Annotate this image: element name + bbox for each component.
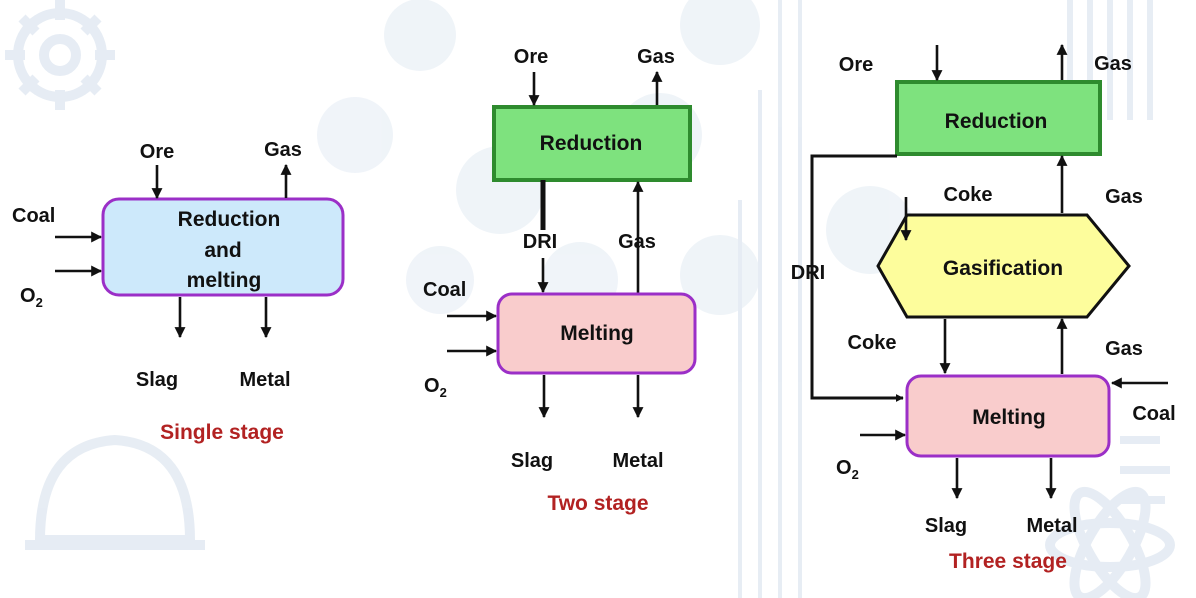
o2-label: O2	[836, 457, 859, 482]
coke-mid-label: Coke	[848, 332, 897, 354]
ore-label: Ore	[839, 54, 873, 76]
gas-top-label: Gas	[1094, 53, 1132, 75]
slag-label: Slag	[511, 450, 553, 472]
coal-label: Coal	[1132, 403, 1175, 425]
melting-box-label: Melting	[560, 322, 634, 345]
single-stage-diagram: Reduction and melting Ore Gas Coal O2 Sl…	[12, 139, 345, 444]
circuit-node-icon	[317, 97, 393, 173]
reduction-box-label: Reduction	[945, 110, 1048, 133]
single-stage-caption: Single stage	[160, 421, 284, 444]
circuit-node-icon	[680, 0, 760, 65]
atom-icon	[1045, 486, 1175, 598]
slag-label: Slag	[136, 369, 178, 391]
slag-label: Slag	[925, 515, 967, 537]
gas-upper-label: Gas	[1105, 186, 1143, 208]
melting-box-label: Melting	[972, 406, 1046, 429]
single-box-label-line3: melting	[187, 269, 262, 292]
metal-label: Metal	[1026, 515, 1077, 537]
dri-label: DRI	[523, 231, 557, 253]
reduction-box	[492, 105, 692, 182]
gas-mid-label: Gas	[618, 231, 656, 253]
coal-label: Coal	[423, 279, 466, 301]
two-stage-caption: Two stage	[547, 492, 648, 515]
single-box-label-line2: and	[204, 239, 241, 262]
o2-label: O2	[20, 285, 43, 310]
gasification-label: Gasification	[943, 257, 1063, 280]
metal-label: Metal	[239, 369, 290, 391]
hard-hat-icon	[25, 434, 205, 550]
gasification-unit	[876, 213, 1131, 319]
gas-lower-label: Gas	[1105, 338, 1143, 360]
dri-flow-line	[810, 154, 904, 402]
coal-label: Coal	[12, 205, 55, 227]
three-stage-caption: Three stage	[949, 550, 1067, 573]
dri-label: DRI	[791, 262, 825, 284]
coke-top-label: Coke	[944, 184, 993, 206]
ore-label: Ore	[514, 46, 548, 68]
circuit-node-icon	[384, 0, 456, 71]
melting-box	[496, 292, 697, 375]
circuit-node-icon	[406, 246, 474, 314]
reduction-box-label: Reduction	[540, 132, 643, 155]
single-box-label-line1: Reduction	[178, 208, 281, 231]
reduction-melting-box	[101, 197, 345, 297]
ore-label: Ore	[140, 141, 174, 163]
reduction-box	[895, 80, 1102, 156]
gear-icon	[5, 0, 115, 110]
gas-label: Gas	[264, 139, 302, 161]
metal-label: Metal	[612, 450, 663, 472]
two-stage-diagram: Reduction Ore Gas DRI Gas Melting Coal O…	[423, 46, 697, 515]
gas-top-label: Gas	[637, 46, 675, 68]
melting-box	[905, 374, 1111, 458]
three-stage-diagram: Reduction Ore Gas DRI Gasification Coke …	[791, 43, 1176, 573]
o2-label: O2	[424, 375, 447, 400]
